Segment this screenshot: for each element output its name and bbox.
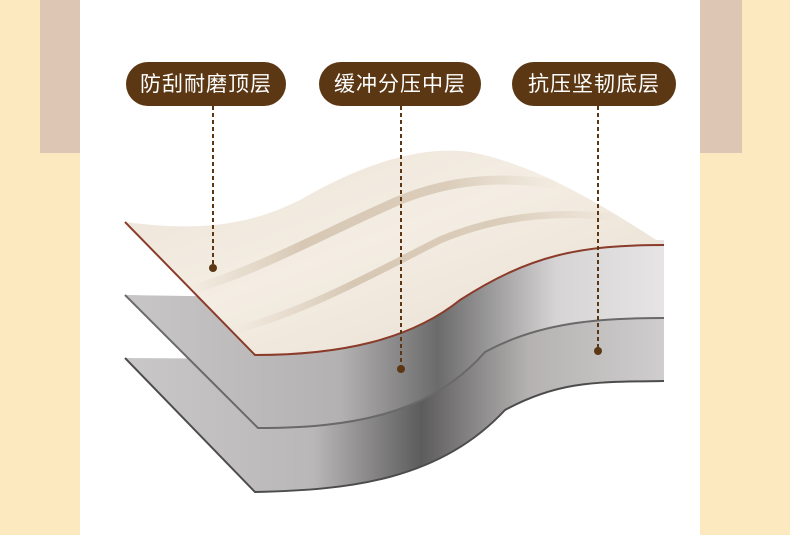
- top-layer-edge: [124, 221, 665, 357]
- top-layer-streak-2: [231, 210, 624, 334]
- left-margin: [0, 0, 80, 535]
- leader-dot-bottom: [594, 347, 602, 355]
- middle-layer-edge: [124, 294, 665, 430]
- left-decor-tab: [40, 0, 80, 153]
- top-layer-label: 防刮耐磨顶层: [126, 62, 286, 106]
- leader-dot-top: [209, 264, 217, 272]
- right-decor-tab: [700, 0, 742, 153]
- bottom-layer-label: 抗压坚韧底层: [512, 62, 676, 106]
- right-margin: [700, 0, 790, 535]
- top-layer-sheet: [125, 150, 664, 355]
- middle-layer-label: 缓冲分压中层: [319, 62, 481, 106]
- leader-dot-middle: [397, 365, 405, 373]
- bottom-layer-edge: [124, 357, 665, 494]
- top-layer-streak-1: [185, 175, 565, 295]
